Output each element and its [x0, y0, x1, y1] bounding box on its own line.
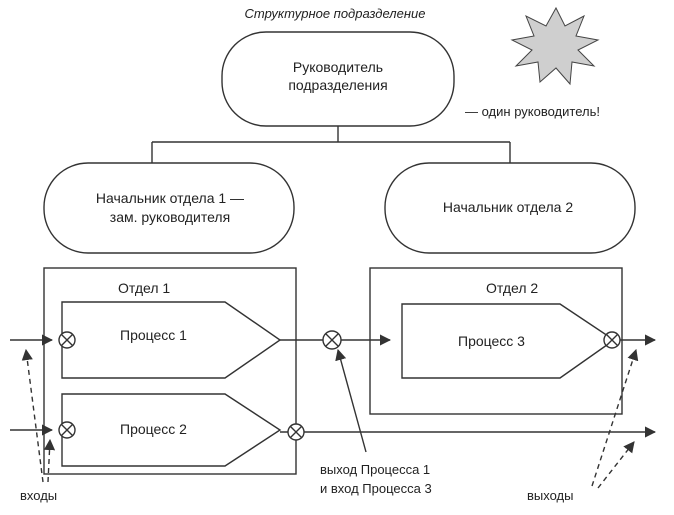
junction-p2-output-icon — [287, 423, 305, 441]
inputs-label: входы — [20, 488, 57, 503]
annotation-arrow — [335, 348, 367, 453]
unit-title: Структурное подразделение — [245, 6, 426, 21]
process2-shape — [61, 393, 282, 467]
dept1-label: Отдел 1 — [118, 280, 170, 296]
outputs-dashed-arrow-1 — [591, 348, 639, 487]
starburst-icon — [510, 6, 600, 86]
chief1-label-line1: Начальник отдела 1 — — [96, 190, 244, 206]
io-annotation-line2: и вход Процесса 3 — [320, 481, 432, 496]
chief1-node — [43, 162, 295, 254]
inputs-dashed-arrow-1 — [21, 348, 44, 483]
process3-shape — [401, 303, 616, 379]
outputs-dashed-arrow-2 — [597, 441, 635, 489]
io-annotation-line1: выход Процесса 1 — [320, 462, 430, 477]
process1-label: Процесс 1 — [120, 327, 187, 343]
junction-p2-input-icon — [58, 421, 76, 439]
inputs-dashed-arrow-2 — [43, 438, 56, 483]
process2-label: Процесс 2 — [120, 421, 187, 437]
chief2-node — [384, 162, 636, 254]
head-label-line2: подразделения — [288, 77, 387, 93]
head-label-line1: Руководитель — [293, 59, 383, 75]
org-connector — [151, 126, 511, 163]
chief1-label-line2: зам. руководителя — [110, 209, 230, 225]
process1-shape — [61, 301, 282, 379]
junction-p1-output-icon — [322, 330, 342, 350]
chief2-label: Начальник отдела 2 — [443, 199, 573, 215]
dept2-label: Отдел 2 — [486, 280, 538, 296]
junction-p3-output-icon — [603, 331, 621, 349]
junction-p1-input-icon — [58, 331, 76, 349]
one-head-note: — один руководитель! — [465, 104, 600, 119]
outputs-label: выходы — [527, 488, 573, 503]
process3-label: Процесс 3 — [458, 333, 525, 349]
